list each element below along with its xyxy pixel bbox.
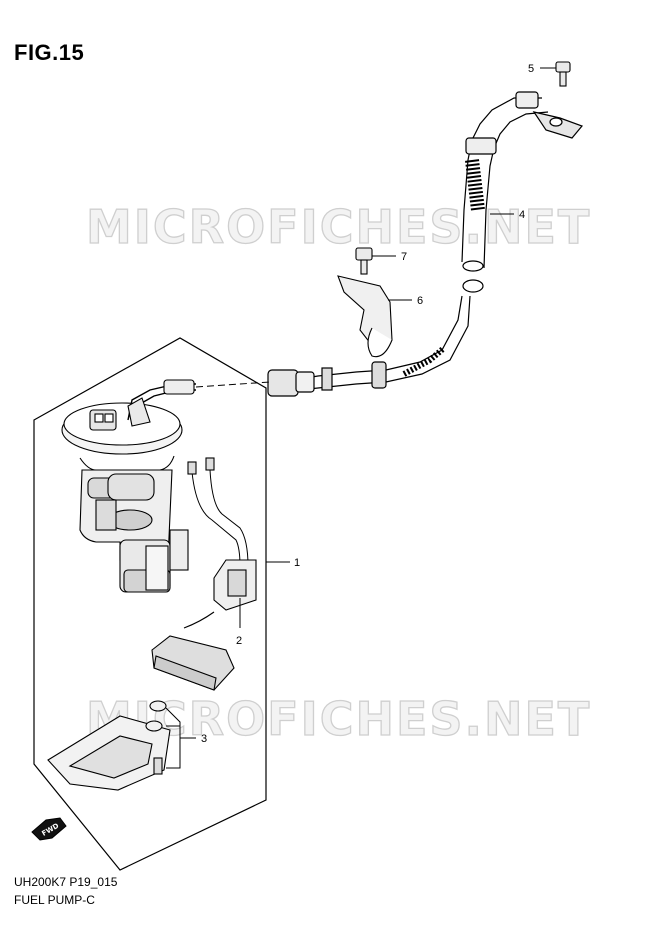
callout-6: 6 [417, 295, 423, 307]
bolt-7 [355, 247, 373, 275]
assembly-outline [33, 337, 267, 871]
callout-2: 2 [236, 635, 242, 647]
bolt-5 [555, 61, 571, 87]
callout-5: 5 [528, 63, 534, 75]
alignment-line [195, 381, 271, 388]
group-name: FUEL PUMP-C [14, 893, 95, 907]
fuel-sender-unit [151, 559, 257, 691]
callout-4: 4 [519, 209, 525, 221]
figure-title: FIG.15 [14, 40, 85, 65]
watermark-top: MICROFICHES.NET [86, 200, 591, 254]
callout-leaders [165, 67, 556, 769]
fuel-filter-set [47, 700, 171, 791]
callout-7: 7 [401, 251, 407, 263]
watermark-bottom: MICROFICHES.NET [86, 692, 591, 746]
callout-3: 3 [201, 733, 207, 745]
fuel-pump-assembly [61, 379, 249, 593]
fwd-arrow-icon: FWD [31, 817, 67, 841]
clamp-bracket-6 [337, 275, 393, 358]
model-code: UH200K7 P19_015 [14, 875, 118, 889]
fuel-hose [267, 91, 584, 397]
callout-1: 1 [294, 557, 300, 569]
